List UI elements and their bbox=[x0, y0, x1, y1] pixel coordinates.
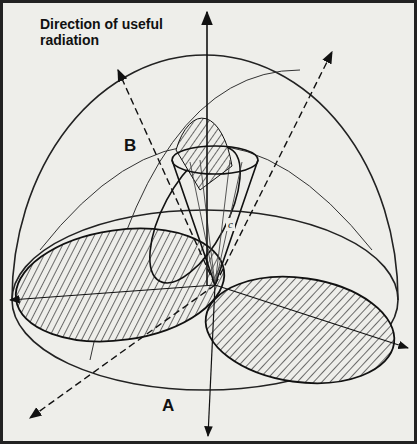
cone-mouth bbox=[172, 146, 258, 174]
label-text: Direction of useful radiation bbox=[40, 16, 163, 48]
radiation-arrow bbox=[30, 285, 215, 418]
axis-arrow bbox=[215, 285, 408, 348]
point-label: B bbox=[122, 136, 138, 156]
radiation-arrow bbox=[215, 52, 332, 285]
label-text: c bbox=[228, 218, 233, 230]
hatched-lobe bbox=[199, 265, 402, 394]
axis-arrow bbox=[10, 285, 215, 300]
point-label: A bbox=[160, 396, 176, 416]
direction-label: Direction of useful radiation bbox=[38, 16, 182, 48]
hatched-cap bbox=[176, 118, 232, 190]
cone-side bbox=[172, 160, 258, 285]
axis-arrow bbox=[208, 285, 215, 436]
vertical-axis bbox=[206, 12, 208, 285]
cone-shading bbox=[190, 160, 242, 285]
angle-label: c bbox=[226, 218, 235, 231]
label-text: A bbox=[162, 396, 174, 415]
label-text: B bbox=[124, 136, 136, 155]
radiation-arrow bbox=[118, 70, 215, 285]
